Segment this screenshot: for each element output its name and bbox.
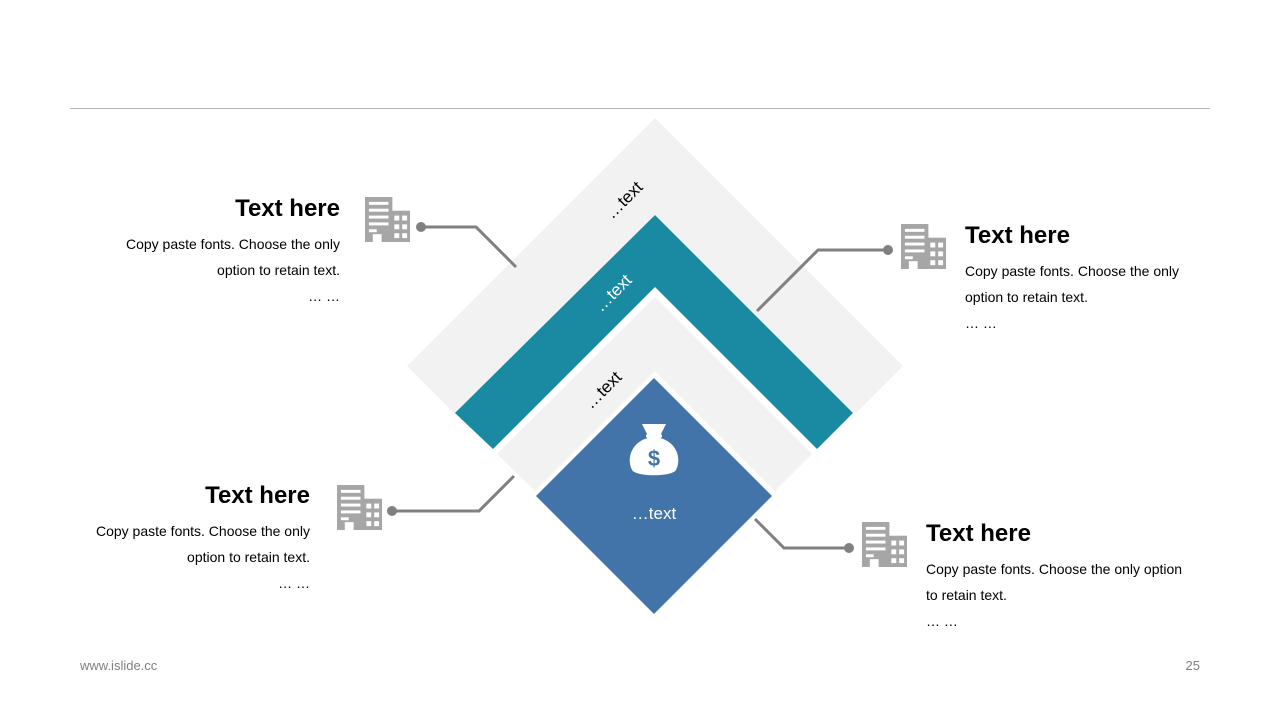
block-description: Copy paste fonts. Choose the only option… bbox=[125, 236, 340, 278]
block-ellipsis: … … bbox=[926, 613, 958, 629]
connector-top-right bbox=[755, 248, 888, 313]
block-title: Text here bbox=[205, 482, 310, 509]
block-title: Text here bbox=[926, 520, 1031, 547]
text-block-top-right: Text here Copy paste fonts. Choose the o… bbox=[965, 222, 1255, 336]
outer-band bbox=[407, 118, 903, 414]
connector-dot-top-left bbox=[416, 222, 426, 232]
block-ellipsis: … … bbox=[278, 575, 310, 591]
block-description: Copy paste fonts. Choose the only option… bbox=[965, 263, 1180, 305]
connector-bottom-left bbox=[392, 474, 516, 513]
building-icon bbox=[365, 197, 410, 242]
text-block-bottom-right: Text here Copy paste fonts. Choose the o… bbox=[926, 520, 1246, 634]
teal-band bbox=[455, 215, 853, 449]
core-label: …text bbox=[632, 504, 677, 523]
connector-bottom-right bbox=[753, 517, 849, 550]
block-ellipsis: … … bbox=[965, 315, 997, 331]
text-block-bottom-left: Text here Copy paste fonts. Choose the o… bbox=[50, 482, 310, 596]
connector-dot-top-right bbox=[883, 245, 893, 255]
svg-text:$: $ bbox=[648, 446, 660, 471]
block-description: Copy paste fonts. Choose the only option… bbox=[926, 561, 1183, 603]
footer-url: www.islide.cc bbox=[80, 658, 158, 673]
text-block-top-left: Text here Copy paste fonts. Choose the o… bbox=[80, 195, 340, 309]
building-icon bbox=[862, 522, 907, 567]
building-icon bbox=[337, 485, 382, 530]
block-title: Text here bbox=[235, 195, 340, 222]
inner-band bbox=[497, 297, 812, 491]
connector-top-left bbox=[421, 225, 518, 269]
connector-dot-bottom-right bbox=[844, 543, 854, 553]
block-ellipsis: … … bbox=[308, 288, 340, 304]
building-icon bbox=[901, 224, 946, 269]
top-divider bbox=[70, 108, 1210, 109]
core-diamond bbox=[536, 378, 772, 614]
block-title: Text here bbox=[965, 222, 1070, 249]
connector-dot-bottom-left bbox=[387, 506, 397, 516]
money-bag-icon: $ bbox=[629, 424, 679, 476]
block-description: Copy paste fonts. Choose the only option… bbox=[95, 523, 310, 565]
page-number: 25 bbox=[1185, 658, 1200, 673]
